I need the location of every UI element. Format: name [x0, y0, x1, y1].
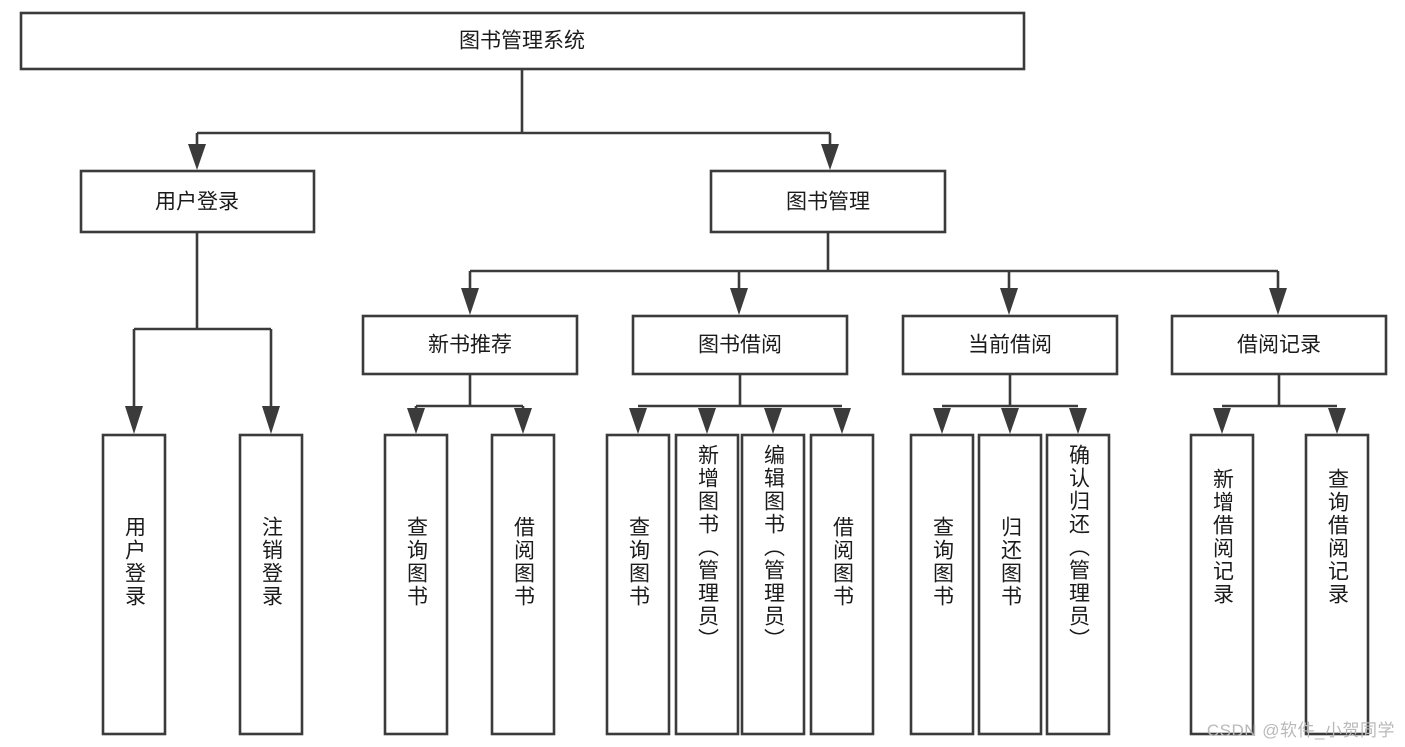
arrowhead-book-borrow-0-icon	[629, 408, 647, 434]
leaf-user-login-0[interactable]: 用户登录	[101, 433, 167, 736]
leaf-user-login-0-label: 用户登录	[123, 516, 147, 608]
leaf-current-borrow-2[interactable]: 确认归还（管理员）	[1045, 433, 1111, 736]
node-book-management-label: 图书管理	[786, 191, 870, 214]
leaf-current-borrow-0-label: 查询图书	[931, 516, 955, 608]
node-user-login[interactable]: 用户登录	[79, 169, 316, 234]
leaf-book-borrow-2[interactable]: 编辑图书（管理员）	[740, 433, 806, 736]
leaf-book-borrow-2-label: 编辑图书（管理员）	[762, 444, 786, 651]
leaf-borrow-record-1[interactable]: 查询借阅记录	[1304, 433, 1370, 736]
leaf-user-login-1-box	[238, 433, 304, 736]
arrowhead-level2-3-icon	[1269, 288, 1287, 315]
arrowhead-level2-1-icon	[730, 288, 748, 315]
node-book-borrow[interactable]: 图书借阅	[631, 314, 849, 376]
arrowhead-borrow-record-0-icon	[1213, 408, 1231, 434]
leaf-new-book-0-label: 查询图书	[405, 516, 429, 608]
leaf-borrow-record-1-box	[1304, 433, 1370, 736]
arrowhead-current-borrow-2-icon	[1069, 408, 1087, 434]
leaf-new-book-0-box	[383, 433, 449, 736]
leaf-borrow-record-0-label: 新增借阅记录	[1211, 468, 1235, 606]
arrowhead-book-borrow-2-icon	[764, 408, 782, 434]
node-current-borrow[interactable]: 当前借阅	[901, 314, 1119, 376]
arrowhead-current-borrow-1-icon	[1001, 408, 1019, 434]
node-root-book-management-system[interactable]: 图书管理系统	[19, 11, 1026, 71]
arrowhead-book-borrow-1-icon	[698, 408, 716, 434]
node-current-borrow-box	[901, 314, 1119, 376]
leaf-new-book-1[interactable]: 借阅图书	[490, 433, 556, 736]
leaf-user-login-0-box	[101, 433, 167, 736]
node-new-book-recommend[interactable]: 新书推荐	[361, 314, 579, 376]
leaf-borrow-record-1-label: 查询借阅记录	[1326, 468, 1350, 606]
leaf-user-login-1[interactable]: 注销登录	[238, 433, 304, 736]
leaf-borrow-record-0-box	[1189, 433, 1255, 736]
leaf-book-borrow-1-label: 新增图书（管理员）	[696, 444, 720, 651]
leaf-book-borrow-0[interactable]: 查询图书	[605, 433, 671, 736]
node-user-login-label: 用户登录	[155, 191, 239, 214]
node-current-borrow-label: 当前借阅	[968, 334, 1052, 357]
node-root-box	[19, 11, 1026, 71]
arrowhead-borrow-record-1-icon	[1328, 408, 1346, 434]
leaf-book-borrow-1-box	[674, 433, 740, 736]
leaf-current-borrow-1-box	[977, 433, 1043, 736]
leaf-new-book-0[interactable]: 查询图书	[383, 433, 449, 736]
node-book-borrow-label: 图书借阅	[698, 334, 782, 357]
arrowhead-level1-0-icon	[188, 144, 206, 170]
leaf-book-borrow-1[interactable]: 新增图书（管理员）	[674, 433, 740, 736]
leaf-book-borrow-0-box	[605, 433, 671, 736]
leaf-book-borrow-3-label: 借阅图书	[831, 516, 855, 608]
leaf-current-borrow-2-box	[1045, 433, 1111, 736]
leaf-current-borrow-1[interactable]: 归还图书	[977, 433, 1043, 736]
node-borrow-record-label: 借阅记录	[1237, 334, 1321, 357]
node-root-label: 图书管理系统	[459, 30, 585, 53]
leaf-book-borrow-0-label: 查询图书	[627, 516, 651, 608]
node-book-management-box	[709, 169, 947, 234]
leaf-user-login-1-label: 注销登录	[260, 516, 284, 608]
node-new-book-recommend-label: 新书推荐	[428, 334, 512, 357]
node-new-book-recommend-box	[361, 314, 579, 376]
node-borrow-record-box	[1170, 314, 1388, 376]
arrowhead-new-book-1-icon	[514, 408, 532, 434]
arrowhead-new-book-0-icon	[407, 408, 425, 434]
arrowhead-level2-0-icon	[461, 288, 479, 315]
leaf-book-borrow-2-box	[740, 433, 806, 736]
leaf-current-borrow-1-label: 归还图书	[999, 516, 1023, 608]
leaf-book-borrow-3-box	[809, 433, 875, 736]
leaf-new-book-1-box	[490, 433, 556, 736]
arrowhead-level1-1-icon	[821, 144, 839, 170]
arrowhead-book-borrow-3-icon	[833, 408, 851, 434]
leaf-current-borrow-0[interactable]: 查询图书	[909, 433, 975, 736]
leaf-current-borrow-2-label: 确认归还（管理员）	[1067, 444, 1091, 651]
arrowhead-user-login-1-icon	[262, 406, 280, 434]
node-book-management[interactable]: 图书管理	[709, 169, 947, 234]
arrowhead-level2-2-icon	[1000, 288, 1018, 315]
node-book-borrow-box	[631, 314, 849, 376]
leaf-borrow-record-0[interactable]: 新增借阅记录	[1189, 433, 1255, 736]
arrowhead-user-login-0-icon	[125, 406, 143, 434]
leaf-current-borrow-0-box	[909, 433, 975, 736]
arrowhead-current-borrow-0-icon	[933, 408, 951, 434]
leaf-book-borrow-3[interactable]: 借阅图书	[809, 433, 875, 736]
leaf-new-book-1-label: 借阅图书	[512, 516, 536, 608]
node-borrow-record[interactable]: 借阅记录	[1170, 314, 1388, 376]
